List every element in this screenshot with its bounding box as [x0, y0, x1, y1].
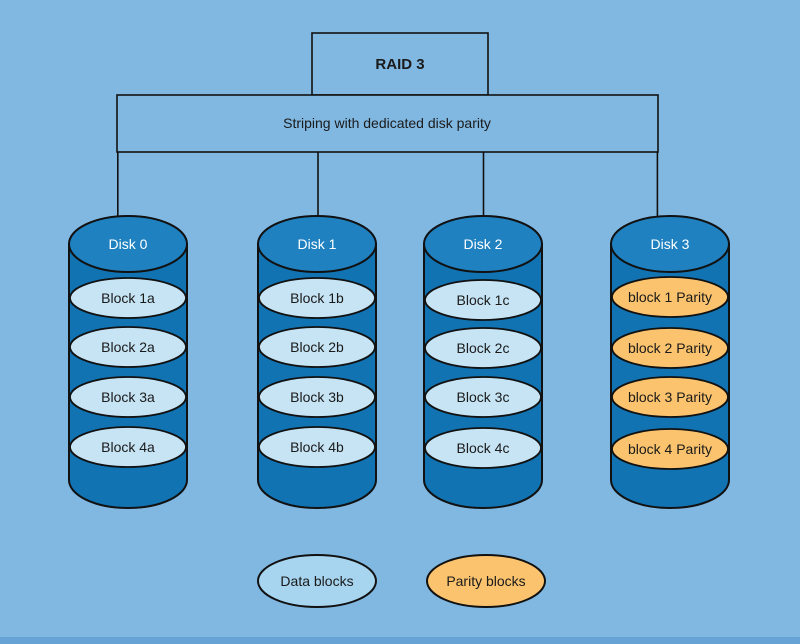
disk-0-block-1a [69, 277, 187, 319]
disk-0-block-2a-label: Block 2a [101, 339, 155, 355]
disk-1-block-2b [258, 326, 376, 368]
disk-3-parity-block-3 [611, 376, 729, 418]
disk-2-block-3c-label: Block 3c [457, 389, 510, 405]
disk-3-parity-block-1 [611, 276, 729, 318]
legend-parity-blocks-label: Parity blocks [446, 573, 525, 589]
disk-1-cylinder-top [257, 215, 377, 273]
disk-3-parity-block-2 [611, 327, 729, 369]
disk-3-parity-block-4-label: block 4 Parity [628, 441, 712, 457]
disk-2-cylinder-top [423, 215, 543, 273]
disk-0-label: Disk 0 [109, 236, 148, 252]
disk-1: Disk 1 Block 1b Block 2b Block 3b Block … [257, 215, 377, 509]
disk-3: Disk 3 block 1 Parity block 2 Parity blo… [610, 215, 730, 509]
disk-3-parity-block-2-label: block 2 Parity [628, 340, 712, 356]
raid-title: RAID 3 [375, 56, 424, 73]
disk-1-block-1b-label: Block 1b [290, 290, 344, 306]
disk-2-block-1c [424, 279, 542, 321]
disk-0-block-4a-label: Block 4a [101, 439, 155, 455]
disk-0-block-2a [69, 326, 187, 368]
raid-title-box: RAID 3 [311, 32, 489, 96]
disk-0-cylinder-top [68, 215, 188, 273]
disk-1-block-3b-label: Block 3b [290, 389, 344, 405]
striping-label: Striping with dedicated disk parity [283, 115, 491, 131]
disk-0-block-3a [69, 376, 187, 418]
disk-2-block-3c [424, 376, 542, 418]
legend: Data blocks Parity blocks [257, 554, 546, 608]
disk-2-block-2c [424, 327, 542, 369]
disk-0: Disk 0 Block 1a Block 2a Block 3a Block … [68, 215, 188, 509]
disk-3-label: Disk 3 [651, 236, 690, 252]
disk-1-block-1b [258, 277, 376, 319]
disk-1-block-4b [258, 426, 376, 468]
disk-0-block-4a [69, 426, 187, 468]
disk-3-parity-block-1-label: block 1 Parity [628, 289, 712, 305]
legend-data-blocks-label: Data blocks [280, 573, 353, 589]
bottom-strip [0, 637, 800, 644]
disk-2-block-4c [424, 427, 542, 469]
disk-2-block-2c-label: Block 2c [457, 340, 510, 356]
disk-1-block-2b-label: Block 2b [290, 339, 344, 355]
striping-box: Striping with dedicated disk parity [116, 94, 659, 153]
legend-parity-blocks-ellipse [426, 554, 546, 608]
disk-1-block-4b-label: Block 4b [290, 439, 344, 455]
disk-2-block-1c-label: Block 1c [457, 292, 510, 308]
disk-2-label: Disk 2 [464, 236, 503, 252]
disk-2-block-4c-label: Block 4c [457, 440, 510, 456]
disk-2: Disk 2 Block 1c Block 2c Block 3c Block … [423, 215, 543, 509]
legend-data-blocks-ellipse [257, 554, 377, 608]
disk-3-cylinder-top [610, 215, 730, 273]
disk-3-parity-block-3-label: block 3 Parity [628, 389, 712, 405]
striping-rect [116, 94, 659, 153]
connector-lines [117, 151, 659, 219]
disk-0-block-3a-label: Block 3a [101, 389, 155, 405]
disk-0-block-1a-label: Block 1a [101, 290, 155, 306]
disk-1-label: Disk 1 [298, 236, 337, 252]
disk-1-block-3b [258, 376, 376, 418]
disk-3-parity-block-4 [611, 428, 729, 470]
